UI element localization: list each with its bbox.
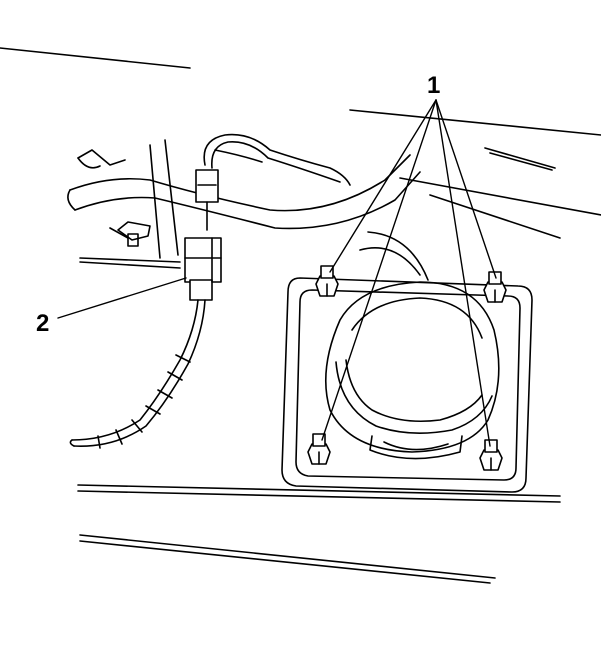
- nut-bottom-left: [307, 433, 331, 465]
- body-panel-lines: [0, 47, 601, 584]
- nut-bottom-right: [479, 439, 503, 471]
- speaker-lead-wire: [69, 299, 206, 449]
- upper-connector: [195, 169, 219, 231]
- callout-label-2: 2: [36, 310, 50, 337]
- speaker-cone: [325, 231, 500, 460]
- speaker-mounting-plate: [281, 277, 533, 493]
- callout-1-leaders: [321, 99, 497, 447]
- speaker-mounting-nuts: [307, 265, 507, 471]
- harness-clip: [109, 221, 151, 247]
- wiring-harness: [67, 133, 421, 230]
- nut-top-left: [315, 265, 339, 297]
- callout-label-1: 1: [427, 72, 441, 99]
- callout-2-leader: [57, 277, 187, 319]
- nut-top-right: [483, 271, 507, 303]
- speaker-connector: [184, 237, 222, 301]
